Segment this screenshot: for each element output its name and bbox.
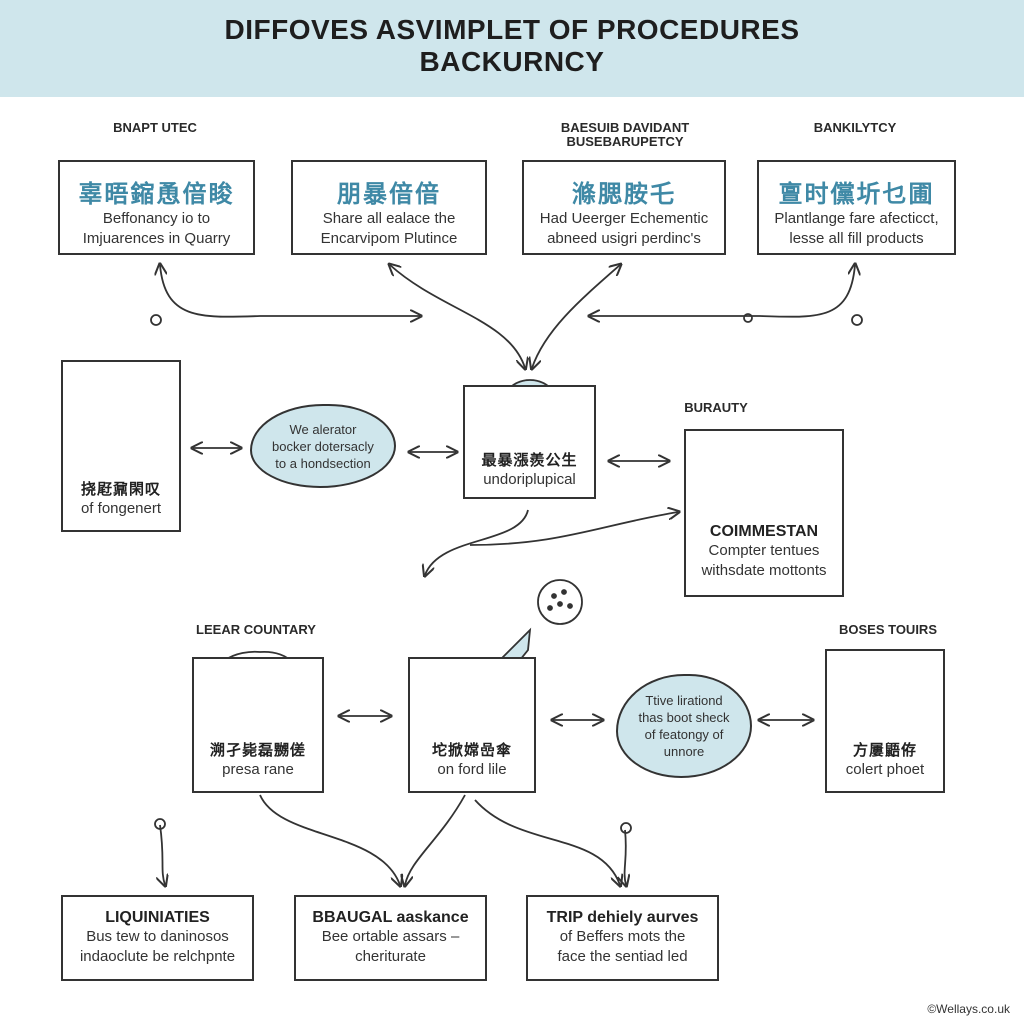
arrow-top-2 xyxy=(390,265,525,368)
label-top-center-1: BAESUIB DAVIDANT xyxy=(560,120,690,135)
top-box-1: 辜晤鏥恿偣睃 Beffonancy io to Imjuarences in Q… xyxy=(58,160,255,255)
label-lower-left: LEEAR COUNTARY xyxy=(196,622,316,637)
right-box-line-2: withsdate mottonts xyxy=(701,562,827,579)
bottom-box-2-line-1: Bee ortable assars – xyxy=(321,928,460,945)
bottom-box-3-line-2: face the sentiad led xyxy=(557,948,688,965)
lower-box-2-line-1: on ford lile xyxy=(437,761,507,778)
top-box-3: 滌腮胺乇 Had Ueerger Echementic abneed usigr… xyxy=(522,160,726,255)
label-top-left: BNAPT UTEC xyxy=(113,120,197,135)
cloud-mid-line-1: We alerator xyxy=(289,421,357,437)
cloud-mid-line-2: bocker dotersacly xyxy=(272,438,374,454)
top-box-4-line-2: lesse all fill products xyxy=(789,230,924,247)
center-box-line-1: undoriplupical xyxy=(483,471,576,488)
top-box-1-line-1: Beffonancy io to xyxy=(102,210,211,227)
mid-left-box: 挠屘鼐閑叹 of fongenert xyxy=(61,360,181,532)
mid-left-box-line-1: of fongenert xyxy=(80,500,162,517)
right-box-head: COIMMESTAN xyxy=(709,523,819,540)
bottom-box-3-head: TRIP dehiely aurves xyxy=(546,909,699,926)
watermark: ©Wellays.co.uk xyxy=(927,1002,1010,1016)
lower-box-2: 坨掀嫦嵒傘 on ford lile xyxy=(408,657,536,793)
cloud-mid-line-3: to a hondsection xyxy=(275,455,371,471)
cloud-lower-line-4: unnore xyxy=(663,744,705,759)
label-lower-right: BOSES TOUIRS xyxy=(838,622,937,637)
top-box-2-cjk: 朋暴偣偣 xyxy=(337,181,441,208)
arrow-bottom-5 xyxy=(625,829,626,885)
lower-box-3-line-1: colert phoet xyxy=(845,761,925,778)
mid-left-box-cjk: 挠屘鼐閑叹 xyxy=(80,481,161,498)
arrow-bottom-2 xyxy=(259,794,400,885)
top-box-4-cjk: 亶时儻圻乜圃 xyxy=(778,181,935,208)
lower-box-1-cjk: 溯孑毙磊嬲傞 xyxy=(209,742,306,759)
title-line-2: BACKURNCY xyxy=(419,46,605,77)
right-box: COIMMESTAN Compter tentues withsdate mot… xyxy=(684,429,844,597)
center-box: 最暴漲羨公生 undoriplupical xyxy=(463,385,596,499)
lower-box-1-line-1: presa rane xyxy=(222,761,294,778)
bottom-box-2-line-2: cheriturate xyxy=(355,948,426,965)
cloud-lower-line-3: of featongy of xyxy=(644,727,724,742)
bottom-box-1-line-2: indaoclute be relchpnte xyxy=(79,948,236,965)
top-box-2-line-1: Share all ealace the xyxy=(322,210,456,227)
bottom-box-1-line-1: Bus tew to daninosos xyxy=(86,928,229,945)
cloud-lower-line-1: Ttive lirationd xyxy=(645,693,723,708)
top-box-1-cjk: 辜晤鏥恿偣睃 xyxy=(78,181,235,208)
lower-box-3-cjk: 方屢鼯侟 xyxy=(852,742,917,759)
bottom-box-1: LIQUINIATIES Bus tew to daninosos indaoc… xyxy=(61,895,254,981)
arrow-center-right xyxy=(469,512,678,546)
bottom-box-3-line-1: of Beffers mots the xyxy=(559,928,686,945)
lower-box-2-cjk: 坨掀嫦嵒傘 xyxy=(431,742,512,759)
top-box-2-line-2: Encarvipom Plutince xyxy=(320,230,458,247)
arrow-top-right xyxy=(590,265,855,317)
bottom-box-3: TRIP dehiely aurves of Beffers mots the … xyxy=(526,895,719,981)
bottom-box-2-head: BBAUGAL aaskance xyxy=(312,909,469,926)
arrow-bottom-3 xyxy=(405,794,466,885)
arrow-top-left xyxy=(160,265,420,317)
cloud-mid: We alerator bocker dotersacly to a honds… xyxy=(250,404,396,488)
top-box-2: 朋暴偣偣 Share all ealace the Encarvipom Plu… xyxy=(291,160,487,255)
label-top-right: BANKILYTCY xyxy=(813,120,897,135)
top-box-3-cjk: 滌腮胺乇 xyxy=(572,181,676,208)
cloud-lower: Ttive lirationd thas boot sheck of feato… xyxy=(616,674,752,778)
top-box-3-line-1: Had Ueerger Echementic xyxy=(539,210,709,227)
arrow-bottom-4 xyxy=(474,799,620,885)
title-line-1: DIFFOVES ASVIMPLET OF PROCEDURES xyxy=(224,14,800,45)
right-box-line-1: Compter tentues xyxy=(708,542,820,559)
top-box-4-line-1: Plantlange fare afecticct, xyxy=(774,210,939,227)
top-box-4: 亶时儻圻乜圃 Plantlange fare afecticct, lesse … xyxy=(757,160,956,255)
cloud-lower-line-2: thas boot sheck xyxy=(638,710,730,725)
bottom-box-1-head: LIQUINIATIES xyxy=(105,909,210,926)
title-banner: DIFFOVES ASVIMPLET OF PROCEDURES BACKURN… xyxy=(0,0,1024,97)
label-mid-right: BURAUTY xyxy=(684,400,748,415)
arrow-bottom-1 xyxy=(160,824,165,885)
lower-box-1: 溯孑毙磊嬲傞 presa rane xyxy=(192,657,324,793)
arrow-center-down xyxy=(425,509,529,575)
lower-box-3: 方屢鼯侟 colert phoet xyxy=(825,649,945,793)
center-box-cjk: 最暴漲羨公生 xyxy=(481,452,578,469)
label-top-center-2: BUSEBARUPETCY xyxy=(566,134,684,149)
bottom-box-2: BBAUGAL aaskance Bee ortable assars – ch… xyxy=(294,895,487,981)
top-box-1-line-2: Imjuarences in Quarry xyxy=(82,230,231,247)
top-box-3-line-2: abneed usigri perdinc's xyxy=(547,230,701,247)
